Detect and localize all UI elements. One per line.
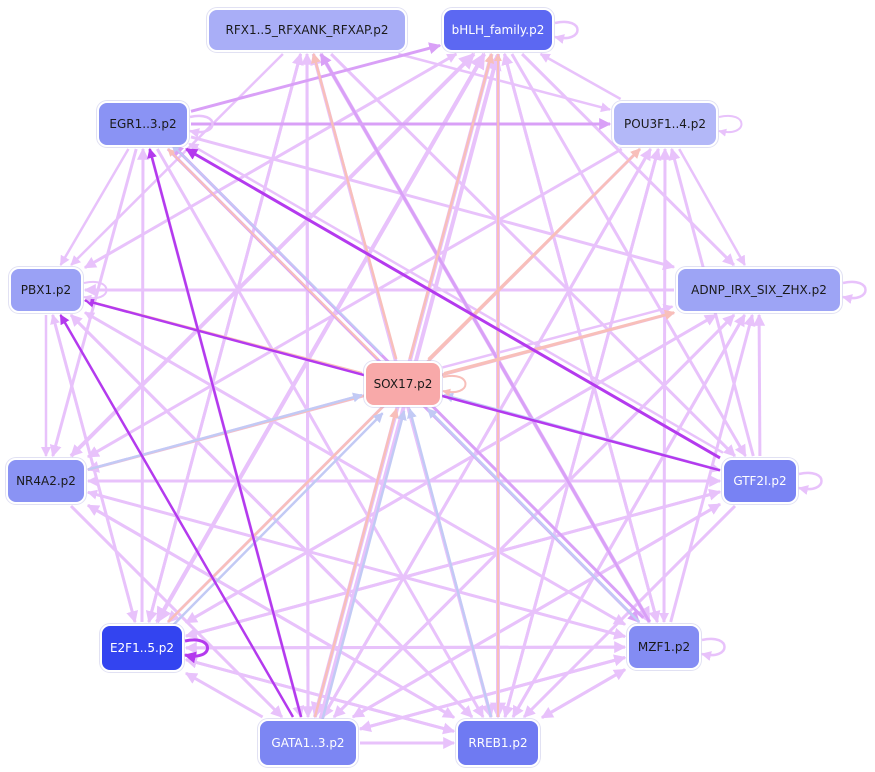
edge-gtf-to-egr <box>188 142 724 454</box>
node-e2f-label: E2F1..5.p2 <box>109 641 175 655</box>
node-mzf[interactable]: MZF1.p2 <box>627 624 701 670</box>
edge-e2f-to-egr <box>136 147 149 623</box>
self-loop-mzf <box>701 637 726 661</box>
node-sox[interactable]: SOX17.p2 <box>364 361 442 407</box>
edge-rfx-to-pou <box>398 52 611 113</box>
edge-rreb-to-sox <box>407 408 493 718</box>
node-bhlh-label: bHLH_family.p2 <box>451 23 545 37</box>
node-sox-label: SOX17.p2 <box>373 377 433 391</box>
edge-rreb-to-pbx <box>69 313 474 719</box>
self-loop-bhlh <box>554 20 579 44</box>
edge-sox-to-egr <box>167 148 379 360</box>
node-gata[interactable]: GATA1..3.p2 <box>258 719 358 767</box>
node-rreb[interactable]: RREB1.p2 <box>456 719 540 767</box>
node-bhlh[interactable]: bHLH_family.p2 <box>442 8 554 52</box>
edge-sox-to-egr <box>171 144 383 356</box>
node-adnp[interactable]: ADNP_IRX_SIX_ZHX.p2 <box>676 267 842 313</box>
edge-e2f-to-adnp <box>185 313 717 624</box>
self-loop-egr <box>189 114 214 138</box>
edge-gata-to-sox <box>321 410 407 720</box>
node-rreb-label: RREB1.p2 <box>468 736 528 750</box>
edge-pou-to-adnp <box>678 148 746 266</box>
self-loop-sox <box>442 374 467 397</box>
edge-rreb-to-nr4a2 <box>86 504 455 719</box>
self-loop-pou <box>718 114 743 137</box>
node-nr4a2[interactable]: NR4A2.p2 <box>6 458 86 504</box>
edge-gata-to-egr <box>147 148 303 718</box>
edge-gata-to-gtf <box>352 502 722 719</box>
node-rfx[interactable]: RFX1..5_RFXANK_RFXAP.p2 <box>207 8 407 52</box>
edge-gata-to-pbx <box>59 314 295 718</box>
edge-mzf-to-pbx <box>84 311 626 626</box>
edge-gata-to-rfx <box>301 52 314 718</box>
edge-e2f-to-bhlh <box>155 52 486 623</box>
edge-egr-to-pbx <box>59 148 130 266</box>
edge-nr4a2-to-gata <box>69 504 284 719</box>
node-gata-label: GATA1..3.p2 <box>271 736 345 750</box>
edge-e2f-to-sox <box>171 412 384 628</box>
self-loop-pbx <box>83 280 108 303</box>
node-gtf-label: GTF2I.p2 <box>733 474 787 488</box>
edge-egr-to-adnp <box>190 135 676 271</box>
edge-layer <box>41 42 766 749</box>
edge-mzf-to-sox <box>426 408 641 623</box>
self-loop-layer <box>83 20 867 664</box>
self-loop-e2f <box>183 638 209 664</box>
self-loop-adnp <box>842 280 867 304</box>
node-pbx-label: PBX1.p2 <box>20 283 72 297</box>
edge-gata-to-sox <box>313 408 399 718</box>
node-pou[interactable]: POU3F1..4.p2 <box>612 101 718 147</box>
edge-pou-to-bhlh <box>539 52 622 101</box>
node-adnp-label: ADNP_IRX_SIX_ZHX.p2 <box>691 283 827 297</box>
node-mzf-label: MZF1.p2 <box>637 640 691 654</box>
edge-e2f-to-mzf <box>185 641 627 654</box>
edge-sox-to-adnp <box>442 304 674 369</box>
edge-gata-to-pou <box>321 147 652 718</box>
edge-gtf-to-adnp <box>753 313 766 457</box>
edge-e2f-to-gtf <box>185 488 722 638</box>
self-loop-gtf <box>798 471 823 495</box>
node-e2f[interactable]: E2F1..5.p2 <box>100 624 184 672</box>
node-rfx-label: RFX1..5_RFXANK_RFXAP.p2 <box>225 23 389 37</box>
node-pou-label: POU3F1..4.p2 <box>624 117 706 131</box>
edge-pou-to-nr4a2 <box>86 147 623 459</box>
node-nr4a2-label: NR4A2.p2 <box>16 474 76 488</box>
edge-gata-to-e2f <box>184 671 264 719</box>
edge-egr-to-bhlh <box>190 42 442 113</box>
edge-sox-to-pou <box>427 148 641 360</box>
node-egr-label: EGR1..3.p2 <box>109 117 177 131</box>
edge-rreb-to-mzf <box>541 668 627 719</box>
edge-sox-to-bhlh <box>408 53 495 360</box>
edge-sox-to-rfx <box>311 53 398 360</box>
node-gtf[interactable]: GTF2I.p2 <box>722 458 798 504</box>
node-pbx[interactable]: PBX1.p2 <box>9 267 83 313</box>
node-egr[interactable]: EGR1..3.p2 <box>97 101 189 147</box>
edge-mzf-to-rfx <box>319 52 651 623</box>
edge-gtf-to-egr <box>185 147 721 460</box>
